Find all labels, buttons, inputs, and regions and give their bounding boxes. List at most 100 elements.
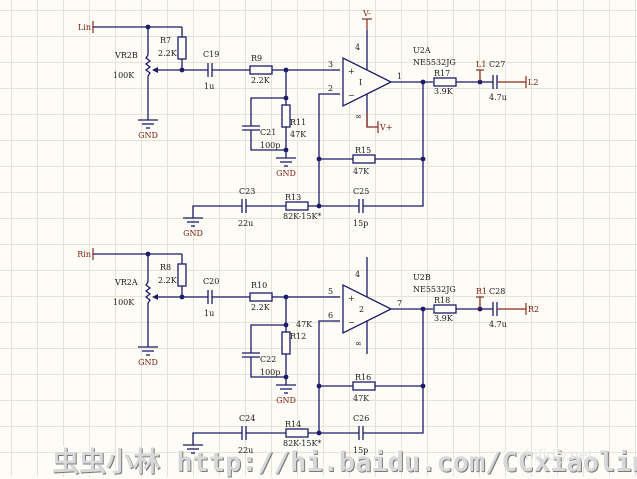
- feedback-cap-value: 15p: [353, 219, 368, 228]
- watermark-text: 虫虫小林 http://hi.baidu.com/CCxiaolin/: [52, 447, 637, 478]
- pot-value: 100K: [113, 298, 135, 307]
- test-point-label: L1: [476, 60, 486, 69]
- output-resistor-ref: R17: [434, 69, 450, 78]
- ground-symbol: GND: [138, 346, 158, 367]
- gain-cap-ref: C24: [239, 414, 255, 423]
- output-resistor-value: 3.9K: [434, 87, 454, 96]
- wire: [363, 198, 424, 207]
- potentiometer-wiper-arrow: [152, 67, 158, 73]
- ground-label: GND: [138, 358, 158, 367]
- ground-resistor-body: [281, 331, 291, 355]
- wire: [318, 320, 332, 425]
- wire: [250, 97, 286, 126]
- gain-resistor-value: 82K-15K*: [283, 212, 321, 221]
- opamp-part: NE5532JG: [413, 285, 456, 294]
- bias-resistor-body: [177, 36, 187, 60]
- wire: [192, 205, 242, 218]
- opamp-part: NE5532JG: [413, 58, 456, 67]
- input-resistor-value: 2.2K: [251, 76, 271, 85]
- output-cap-value: 4.7u: [489, 93, 507, 102]
- ground-label: GND: [183, 229, 203, 238]
- output-cap-ref: C28: [489, 287, 505, 296]
- input-cap-ref: C20: [203, 277, 219, 286]
- channel-left: LinR72.2KVR2B100KGNDC191uR92.2KGNDR1147K…: [78, 9, 538, 238]
- input-resistor-ref: R9: [251, 54, 262, 63]
- potentiometer-wiper-arrow: [152, 294, 158, 300]
- wire: [192, 432, 242, 445]
- ground-resistor-body: [281, 104, 291, 128]
- pin-number-vpos: ∞: [355, 112, 362, 121]
- wire: [318, 93, 332, 198]
- opamp-ref: U2A: [413, 46, 431, 55]
- pot-value: 100K: [113, 71, 135, 80]
- ground-resistor-ref: R11: [290, 118, 306, 127]
- test-point-label: R1: [476, 287, 487, 296]
- bias-resistor-value: 2.2K: [158, 276, 178, 285]
- input-cap-ref: C19: [203, 50, 219, 59]
- feedback-resistor-ref: R15: [355, 146, 371, 155]
- filter-cap-value: 100p: [260, 141, 280, 150]
- filter-cap-value: 100p: [260, 368, 280, 377]
- pin-number-vneg: 4: [355, 43, 360, 52]
- feedback-resistor-ref: R16: [355, 373, 371, 382]
- output-resistor-body: [433, 77, 457, 87]
- gain-cap-value: 22u: [238, 446, 253, 455]
- feedback-resistor-body: [352, 381, 376, 391]
- pin-number-vpos: ∞: [355, 339, 362, 348]
- bias-resistor-value: 2.2K: [158, 49, 178, 58]
- ground-resistor-ref: R12: [290, 332, 306, 341]
- feedback-cap-ref: C26: [353, 414, 369, 423]
- input-port-label: Rin: [77, 250, 91, 259]
- ground-symbol: GND: [138, 119, 158, 140]
- feedback-cap-ref: C25: [353, 187, 369, 196]
- watermark-site: hifidiy.net: [525, 448, 594, 464]
- feedback-cap-value: 15p: [353, 446, 368, 455]
- input-port-label: Lin: [78, 23, 91, 32]
- potentiometer-body: [144, 281, 152, 304]
- ground-symbol: GND: [183, 217, 203, 238]
- output-resistor-body: [433, 304, 457, 314]
- pin-number-vneg: 4: [355, 270, 360, 279]
- ground-symbol: GND: [276, 157, 296, 178]
- opamp-minus-sign: −: [348, 318, 355, 327]
- power-pos-label: V+: [379, 123, 392, 132]
- wire: [250, 324, 286, 353]
- gain-cap-value: 22u: [238, 219, 253, 228]
- opamp-unit-label: 2: [359, 305, 364, 314]
- ground-label: GND: [276, 396, 296, 405]
- opamp-minus-sign: −: [348, 91, 355, 100]
- pin-number-minus: 6: [328, 311, 333, 320]
- pin-number-minus: 2: [328, 84, 333, 93]
- feedback-resistor-body: [352, 154, 376, 164]
- wire: [250, 130, 286, 151]
- gain-cap-ref: C23: [239, 187, 255, 196]
- opamp-unit-label: I: [359, 78, 362, 87]
- ground-label: GND: [138, 131, 158, 140]
- input-cap-value: 1u: [204, 82, 214, 91]
- ground-resistor-value: 47K: [290, 130, 307, 139]
- wire: [363, 425, 424, 434]
- filter-cap-ref: C22: [260, 355, 276, 364]
- ground-symbol: GND: [276, 384, 296, 405]
- gain-resistor-ref: R14: [285, 420, 301, 429]
- bias-resistor-ref: R7: [160, 36, 171, 45]
- ground-resistor-value: 47K: [296, 320, 313, 329]
- output-resistor-ref: R18: [434, 296, 450, 305]
- gain-resistor-value: 82K-15K*: [283, 439, 321, 448]
- opamp-plus-sign: +: [348, 294, 355, 303]
- input-resistor-body: [249, 65, 273, 75]
- input-resistor-ref: R10: [251, 281, 267, 290]
- filter-cap-ref: C21: [260, 128, 276, 137]
- feedback-resistor-value: 47K: [353, 394, 370, 403]
- output-resistor-value: 3.9K: [434, 314, 454, 323]
- output-cap-ref: C27: [489, 60, 505, 69]
- output-port-label: R2: [528, 305, 539, 314]
- potentiometer-body: [144, 54, 152, 77]
- pot-ref: VR2A: [114, 278, 138, 287]
- output-port-label: L2: [528, 78, 538, 87]
- power-wire: [366, 113, 378, 128]
- gain-resistor-body: [285, 201, 309, 211]
- input-cap-value: 1u: [204, 309, 214, 318]
